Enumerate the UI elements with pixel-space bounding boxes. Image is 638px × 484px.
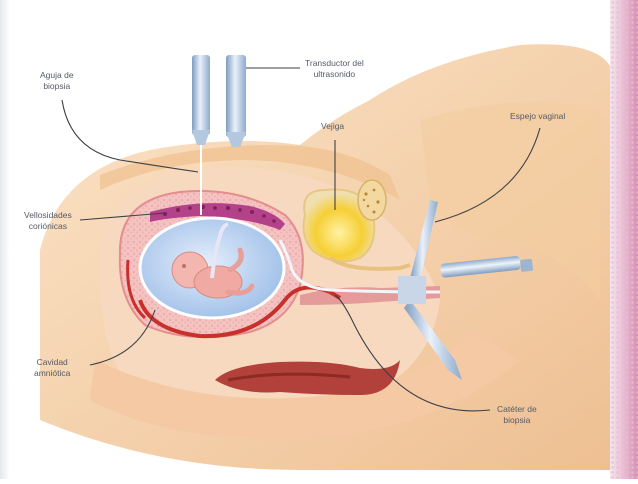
uterine-vessel — [138, 285, 342, 339]
fetus — [171, 222, 255, 299]
biopsy-catheter — [278, 239, 441, 294]
ultrasound-transducer — [192, 55, 246, 147]
leader-catheter — [334, 294, 491, 412]
bone-pubis — [357, 179, 387, 221]
rectum — [215, 360, 400, 395]
leader-speculum — [434, 127, 541, 223]
placenta — [150, 203, 285, 230]
speculum-instrument — [398, 200, 462, 380]
belly-fold — [100, 145, 400, 200]
label-bladder: Vejiga — [321, 121, 345, 131]
leader-lines — [61, 67, 541, 412]
urethra — [328, 256, 411, 271]
umbilical-cord — [210, 222, 229, 279]
buttock-shadow — [420, 102, 600, 300]
bladder — [302, 188, 376, 263]
scan-edge — [0, 0, 10, 479]
catheter-syringe — [440, 256, 533, 278]
leader-needle — [61, 99, 199, 173]
lower-tissue — [90, 330, 520, 440]
decorative-edge-dots — [610, 0, 638, 479]
label-speculum: Espejo vaginal — [510, 111, 566, 121]
leader-amniotic — [89, 309, 156, 366]
leader-villi — [79, 212, 166, 221]
